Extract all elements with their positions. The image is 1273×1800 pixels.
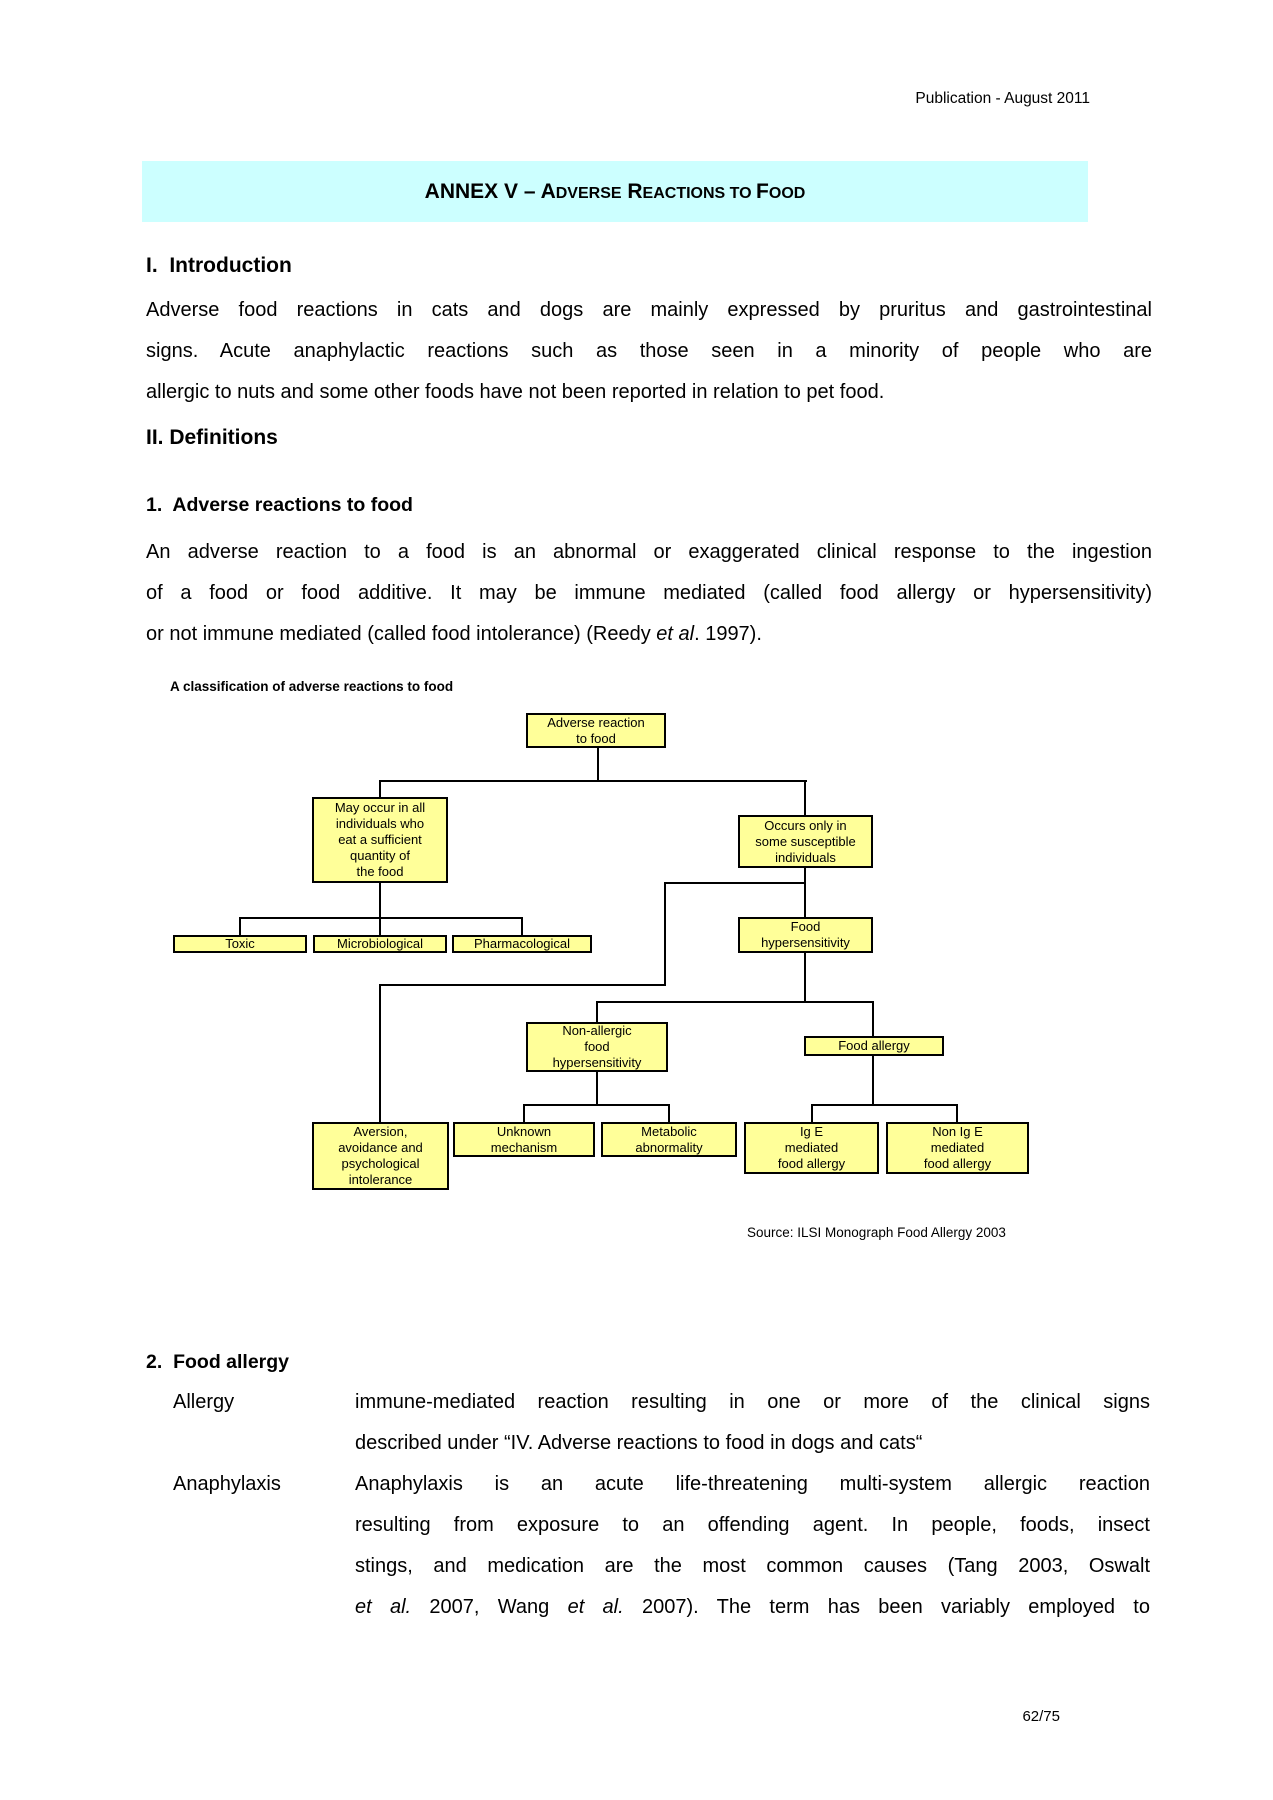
diagram-title: A classification of adverse reactions to… (170, 679, 454, 694)
connector-line (664, 882, 666, 986)
connector-line (956, 1105, 958, 1122)
annex-title-seg: OOD (768, 184, 806, 202)
connector-line (664, 882, 804, 884)
definition-line: et al. 2007, Wang et al. 2007). The term… (355, 1596, 1150, 1618)
annex-title-seg: ANNEX V – A (424, 179, 556, 203)
flowchart-node-adverse-reaction: Adverse reaction to food (526, 713, 666, 748)
connector-line (379, 780, 807, 782)
annex-title-seg: DVERSE (555, 184, 622, 202)
diagram-source: Source: ILSI Monograph Food Allergy 2003 (747, 1225, 1006, 1240)
annex-banner: ANNEX V – ADVERSE REACTIONS TO FOOD (142, 161, 1088, 222)
paragraph-line: or not immune mediated (called food into… (146, 623, 762, 645)
intro-paragraph: Adverse food reactions in cats and dogs … (146, 290, 1152, 413)
annex-title-seg: F (756, 179, 769, 203)
connector-line (804, 781, 806, 815)
flowchart-node-pharmacological: Pharmacological (452, 935, 592, 953)
italic-citation: et al (656, 623, 695, 645)
connector-line (379, 984, 666, 986)
connector-line (379, 883, 381, 935)
connector-line (872, 1002, 874, 1036)
annex-title-seg: TO (725, 184, 757, 202)
definition-line: immune-mediated reaction resulting in on… (355, 1391, 1150, 1413)
flowchart-node-may-occur: May occur in all individuals who eat a s… (312, 797, 448, 883)
heading-introduction: I. Introduction (146, 254, 292, 277)
definition-line: Anaphylaxis is an acute life-threatening… (355, 1473, 1150, 1495)
annex-title: ANNEX V – ADVERSE REACTIONS TO FOOD (425, 180, 806, 204)
connector-line (239, 918, 241, 935)
connector-line (596, 1072, 598, 1106)
definition-line: stings, and medication are the most comm… (355, 1555, 1150, 1577)
flowchart-node-microbiological: Microbiological (313, 935, 447, 953)
connector-line (811, 1104, 958, 1106)
paragraph-line: Adverse food reactions in cats and dogs … (146, 299, 1152, 321)
paragraph-line: of a food or food additive. It may be im… (146, 582, 1152, 604)
flowchart-node-metabolic: Metabolic abnormality (601, 1122, 737, 1157)
page-number: 62/75 (1022, 1708, 1060, 1725)
connector-line (668, 1105, 670, 1122)
flowchart-node-unknown-mechanism: Unknown mechanism (453, 1122, 595, 1157)
flowchart-node-non-allergic: Non-allergic food hypersensitivity (526, 1022, 668, 1072)
definition-line: described under “IV. Adverse reactions t… (355, 1432, 923, 1454)
connector-line (596, 1001, 874, 1003)
connector-line (379, 984, 381, 1122)
connector-line (523, 1105, 525, 1122)
definition-line: resulting from exposure to an offending … (355, 1514, 1150, 1536)
header-publication-date: Publication - August 2011 (915, 90, 1090, 107)
adverse-reactions-paragraph: An adverse reaction to a food is an abno… (146, 532, 1152, 655)
flowchart-node-occurs-only: Occurs only in some susceptible individu… (738, 815, 873, 868)
connector-line (804, 953, 806, 1003)
definition-term-anaphylaxis: Anaphylaxis (173, 1473, 281, 1495)
connector-line (872, 1056, 874, 1106)
connector-line (597, 748, 599, 781)
heading-food-allergy: 2. Food allergy (146, 1351, 290, 1373)
flowchart-node-aversion: Aversion, avoidance and psychological in… (312, 1122, 449, 1190)
flowchart-node-toxic: Toxic (173, 935, 307, 953)
paragraph-line: allergic to nuts and some other foods ha… (146, 381, 885, 403)
connector-line (521, 918, 523, 935)
paragraph-line: signs. Acute anaphylactic reactions such… (146, 340, 1152, 362)
connector-line (523, 1104, 670, 1106)
flowchart-node-non-ige-mediated: Non Ig E mediated food allergy (886, 1122, 1029, 1174)
annex-title-seg: EACTIONS (642, 184, 726, 202)
paragraph-line: An adverse reaction to a food is an abno… (146, 541, 1152, 563)
connector-line (239, 917, 523, 919)
flowchart-node-food-allergy: Food allergy (804, 1036, 944, 1056)
italic-citation: et al. (355, 1596, 412, 1618)
heading-adverse-reactions: 1. Adverse reactions to food (146, 494, 413, 516)
definition-descriptions: immune-mediated reaction resulting in on… (355, 1382, 1150, 1628)
connector-line (804, 868, 806, 917)
flowchart-node-food-hypersensitivity: Food hypersensitivity (738, 917, 873, 953)
italic-citation: et al. (567, 1596, 624, 1618)
heading-definitions: II. Definitions (146, 426, 278, 449)
connector-line (811, 1105, 813, 1122)
connector-line (596, 1002, 598, 1022)
definition-term-allergy: Allergy (173, 1391, 235, 1413)
flowchart-node-ige-mediated: Ig E mediated food allergy (744, 1122, 879, 1174)
annex-title-seg: R (621, 179, 643, 203)
connector-line (379, 781, 381, 797)
